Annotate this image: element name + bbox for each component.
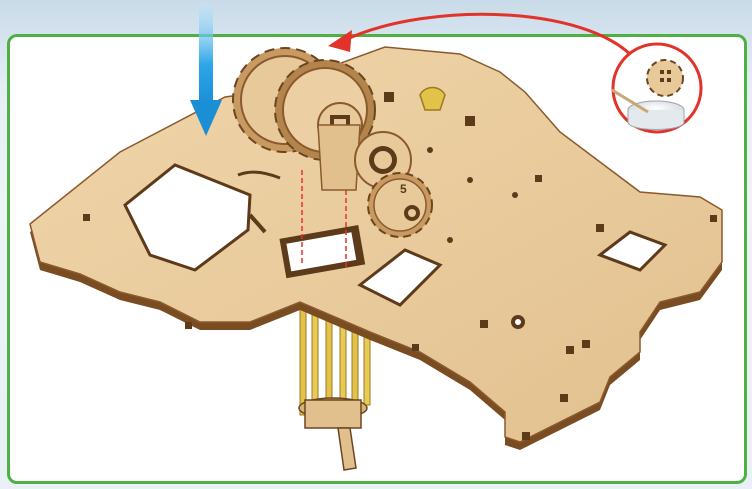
gear-number-label: 5 [400, 182, 407, 196]
glue-detail-icon [612, 44, 701, 132]
